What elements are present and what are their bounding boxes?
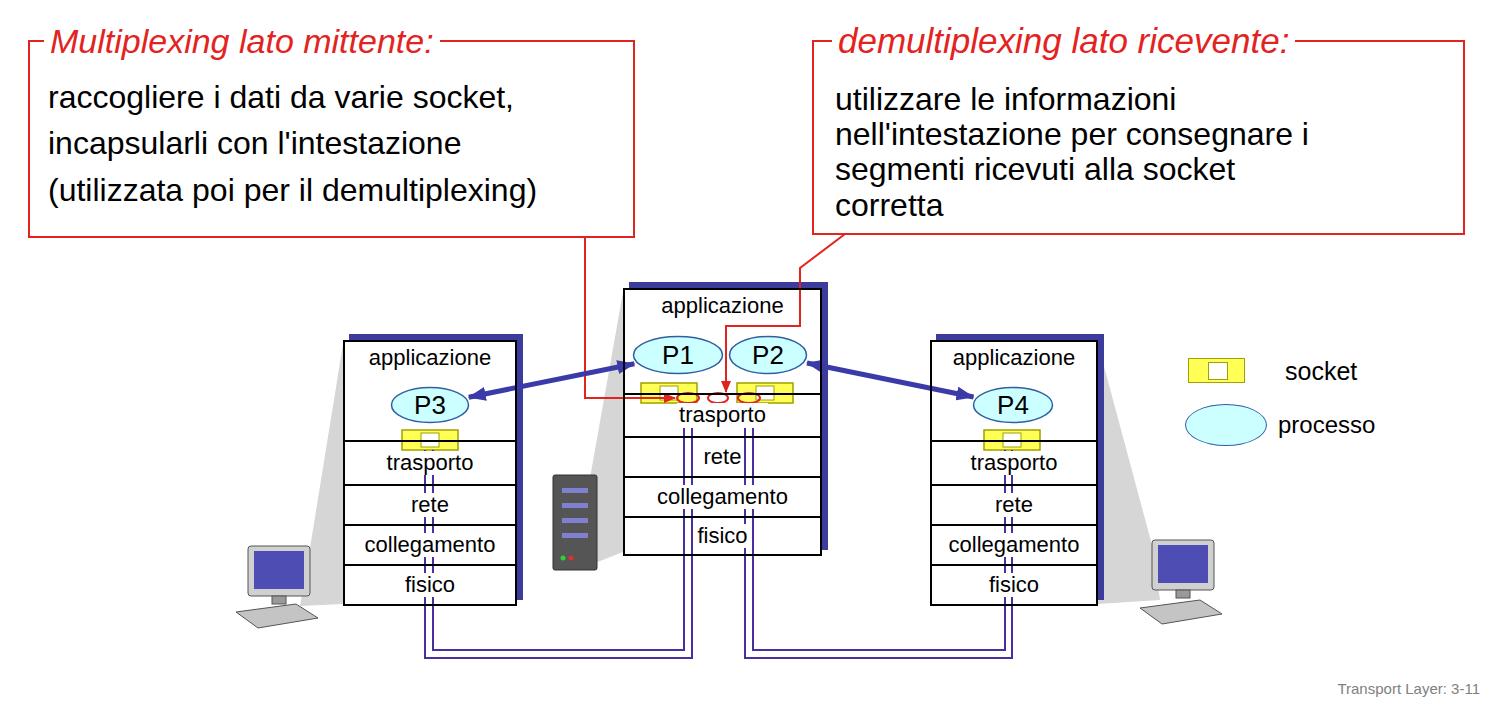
- process-link: [807, 363, 974, 397]
- layer-label: fisico: [403, 573, 457, 597]
- stack-ground: [623, 288, 822, 556]
- layer-band: applicazioneP4: [930, 340, 1098, 440]
- process-label: P4: [997, 391, 1029, 420]
- slide-footer: Transport Layer: 3-11: [1337, 680, 1480, 697]
- layer-band: fisico: [343, 564, 517, 606]
- layer-band: collegamento: [623, 476, 822, 516]
- legend-process-swatch: [1185, 404, 1267, 446]
- process-link: [469, 364, 635, 397]
- layer-label: rete: [993, 493, 1035, 517]
- callout-heading: Multiplexing lato mittente:: [44, 21, 440, 61]
- process-label: P2: [752, 341, 784, 370]
- layer-label: trasporto: [385, 451, 476, 475]
- layer-label: fisico: [695, 524, 749, 548]
- process-label: P1: [662, 341, 694, 370]
- layer-band: rete: [623, 436, 822, 476]
- stack-ground: [930, 340, 1098, 606]
- server-bay: [562, 503, 588, 508]
- server-tower: [553, 475, 597, 570]
- computer-stand: [1176, 590, 1190, 598]
- computer-screen: [1158, 545, 1208, 583]
- server-led: [569, 556, 574, 561]
- computer-screen: [254, 551, 304, 589]
- layer-band: collegamento: [343, 524, 517, 564]
- process-outline: [974, 388, 1053, 423]
- computer-keyboard: [1140, 600, 1222, 624]
- layer-label: rete: [702, 445, 744, 469]
- server-bay: [562, 533, 588, 538]
- legend-label: processo: [1278, 411, 1375, 440]
- layer-band: trasporto: [930, 440, 1098, 484]
- layer-band: trasporto: [343, 440, 517, 484]
- computer-stand: [272, 596, 286, 604]
- process-outline: [634, 337, 723, 374]
- host-projection: [1098, 344, 1160, 604]
- callout-box: Multiplexing lato mittente:raccogliere i…: [28, 40, 635, 238]
- layer-band: fisico: [623, 516, 822, 556]
- layer-band: applicazioneP3: [343, 340, 517, 440]
- process-ellipse: P1: [632, 335, 724, 375]
- process-outline: [392, 388, 469, 423]
- process-ellipse: P2: [728, 335, 808, 375]
- server-led: [561, 556, 566, 561]
- computer-monitor: [248, 546, 310, 596]
- layer-label: trasporto: [969, 451, 1060, 475]
- computer-monitor: [1152, 540, 1214, 590]
- callout-body: utilizzare le informazioni nell'intestaz…: [835, 82, 1330, 223]
- layer-band: collegamento: [930, 524, 1098, 564]
- socket-window: [1208, 362, 1228, 380]
- layer-band: rete: [930, 484, 1098, 524]
- layer-label: applicazione: [659, 294, 785, 318]
- callout-heading: demultiplexing lato ricevente:: [832, 21, 1295, 61]
- layer-band: applicazioneP1 P2: [623, 288, 822, 393]
- layer-label: rete: [409, 493, 451, 517]
- callout-box: demultiplexing lato ricevente:utilizzare…: [812, 40, 1465, 235]
- stack-ground: [343, 340, 517, 606]
- layer-label: collegamento: [947, 533, 1082, 557]
- process-outline: [730, 337, 807, 374]
- legend-label: socket: [1285, 356, 1357, 386]
- layer-band: rete: [343, 484, 517, 524]
- legend-socket-swatch: [1188, 358, 1245, 383]
- layer-label: collegamento: [655, 485, 790, 509]
- process-ellipse: P4: [972, 386, 1054, 424]
- callout-body: raccogliere i dati da varie socket, inca…: [48, 74, 578, 213]
- layer-label: applicazione: [367, 346, 493, 370]
- layer-label: fisico: [987, 573, 1041, 597]
- process-ellipse: P3: [390, 386, 470, 424]
- process-label: P3: [414, 391, 446, 420]
- layer-band: fisico: [930, 564, 1098, 606]
- layer-label: applicazione: [951, 346, 1077, 370]
- computer-keyboard: [236, 604, 318, 628]
- server-bay: [562, 518, 588, 523]
- server-bay: [562, 488, 588, 493]
- layer-band: trasporto: [623, 393, 822, 436]
- layer-label: trasporto: [677, 403, 768, 427]
- layer-label: collegamento: [363, 533, 498, 557]
